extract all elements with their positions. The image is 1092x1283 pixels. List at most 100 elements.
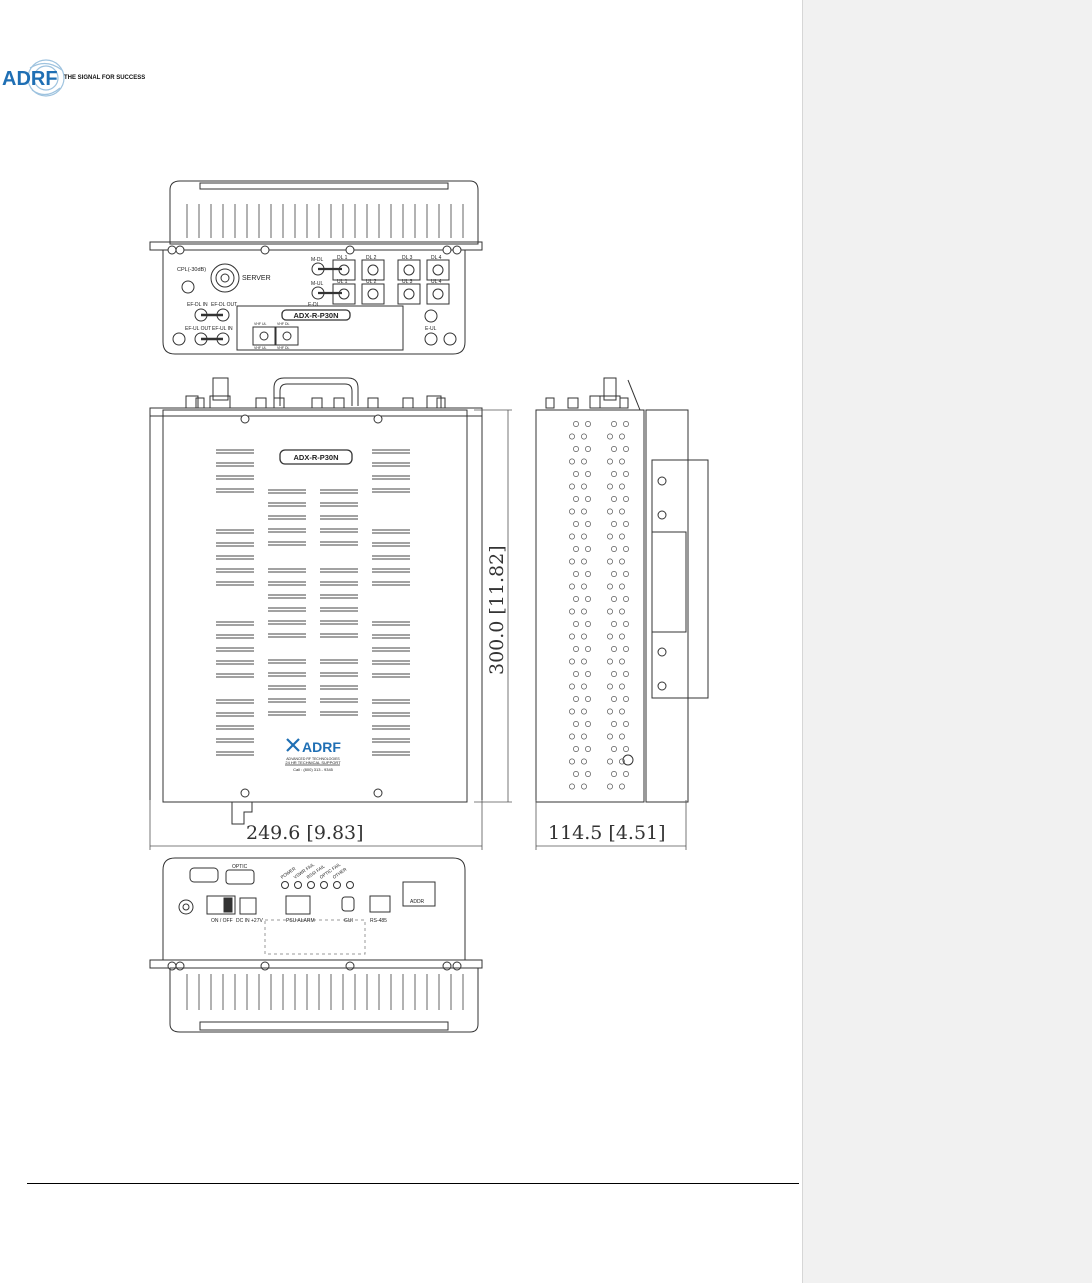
vent-hole (573, 471, 579, 477)
vent-hole (585, 571, 591, 577)
logo-text: ADRF (2, 68, 58, 90)
dl-1-label: DL 1 (337, 255, 348, 261)
psu-alarm-label: PSU ALARM (286, 918, 315, 924)
vent-hole (585, 671, 591, 677)
vent-hole (573, 671, 579, 677)
vent-hole (585, 596, 591, 602)
vent-hole (623, 746, 629, 752)
vent-hole (619, 583, 625, 590)
vent-hole (581, 608, 587, 615)
vent-hole (619, 533, 625, 540)
vent-hole (611, 546, 617, 552)
e-ul-label: E-UL (425, 326, 437, 332)
vent-hole (611, 646, 617, 652)
vent-hole (573, 521, 579, 527)
vent-hole (569, 758, 575, 765)
vent-hole (573, 496, 579, 502)
logo-tagline: THE SIGNAL FOR SUCCESS (64, 75, 145, 81)
front-view (149, 377, 512, 850)
on-off-label: ON / OFF (211, 918, 233, 924)
vent-hole (623, 421, 629, 427)
vent-hole (585, 771, 591, 777)
vent-hole (569, 708, 575, 715)
vent-hole (581, 758, 587, 765)
addr-label: ADDR (410, 899, 425, 905)
vent-hole (611, 746, 617, 752)
ul-3-label: UL 3 (402, 279, 413, 285)
vent-hole (581, 483, 587, 490)
ef-dl-out-label: EF-DL OUT (211, 302, 237, 308)
company-label: ADVANCED RF TECHNOLOGIES (286, 757, 340, 761)
vent-hole (585, 696, 591, 702)
vent-hole (607, 733, 613, 740)
dc-in-label: DC IN +27V (236, 918, 263, 924)
vent-hole (623, 521, 629, 527)
vhf-dl-top-label: VHF DL (277, 322, 290, 326)
vent-hole (623, 446, 629, 452)
vent-hole (585, 546, 591, 552)
vent-hole (569, 483, 575, 490)
vent-hole (619, 783, 625, 790)
vent-hole (611, 571, 617, 577)
logo-swirl-icon (27, 59, 65, 97)
dl-2-label: DL 2 (366, 255, 377, 261)
adrf-logo: ADRF THE SIGNAL FOR SUCCESS (0, 54, 160, 104)
vent-hole (619, 508, 625, 515)
m-ul-label: M-UL (311, 281, 323, 287)
cpl-label: CPL(-30dB) (177, 267, 206, 273)
vent-hole (611, 721, 617, 727)
vent-hole (619, 708, 625, 715)
vent-hole (607, 433, 613, 440)
vent-hole (607, 658, 613, 665)
vent-hole (623, 471, 629, 477)
m-dl-label: M-DL (311, 257, 323, 263)
vent-hole (611, 771, 617, 777)
rs485-label: RS-485 (370, 918, 387, 924)
phone-label: Call : (800) 313 - 9345 (293, 767, 334, 772)
vent-hole (611, 471, 617, 477)
vent-hole (611, 596, 617, 602)
vhf-ul-top-label: VHF UL (254, 322, 267, 326)
front-view-labels: ADX-R-P30N ADRF ADVANCED RF TECHNOLOGIES… (246, 453, 508, 844)
vent-hole (619, 458, 625, 465)
vent-hole (573, 721, 579, 727)
vent-hole (585, 646, 591, 652)
side-view-labels: 114.5 [4.51] (548, 822, 666, 844)
dl-3-label: DL 3 (402, 255, 413, 261)
ul-2-label: UL 2 (366, 279, 377, 285)
vent-hole (581, 733, 587, 740)
support-label: 24 HR TECHNICAL SUPPORT (285, 760, 341, 765)
vent-hole (611, 521, 617, 527)
vent-hole (581, 433, 587, 440)
width-dimension: 249.6 [9.83] (246, 822, 364, 844)
vent-hole (585, 721, 591, 727)
vent-hole (569, 533, 575, 540)
e-dl-label: E-DL (308, 302, 320, 308)
vent-hole (619, 433, 625, 440)
vent-hole (569, 783, 575, 790)
vent-hole (607, 558, 613, 565)
side-view (535, 377, 709, 850)
top-model-label: ADX-R-P30N (293, 311, 338, 320)
vent-hole (573, 696, 579, 702)
vent-hole (573, 546, 579, 552)
vent-hole (619, 483, 625, 490)
front-model-label: ADX-R-P30N (293, 453, 338, 462)
vent-hole (581, 533, 587, 540)
adrf-badge-icon (286, 738, 300, 752)
vent-hole (569, 608, 575, 615)
vent-hole (619, 683, 625, 690)
vent-hole (623, 696, 629, 702)
vent-hole (607, 683, 613, 690)
bottom-view-labels: OPTIC POWER VSWR FAIL RSSI FAIL OPTIC FA… (211, 862, 425, 924)
vent-hole (623, 621, 629, 627)
vent-hole (573, 646, 579, 652)
vent-hole (569, 558, 575, 565)
vent-hole (585, 496, 591, 502)
vent-hole (619, 633, 625, 640)
height-dimension: 300.0 [11.82] (486, 545, 508, 675)
vent-hole (623, 571, 629, 577)
vent-hole (619, 658, 625, 665)
vhf-dl-bottom-label: VHF DL (277, 346, 290, 350)
server-label: SERVER (242, 275, 271, 282)
